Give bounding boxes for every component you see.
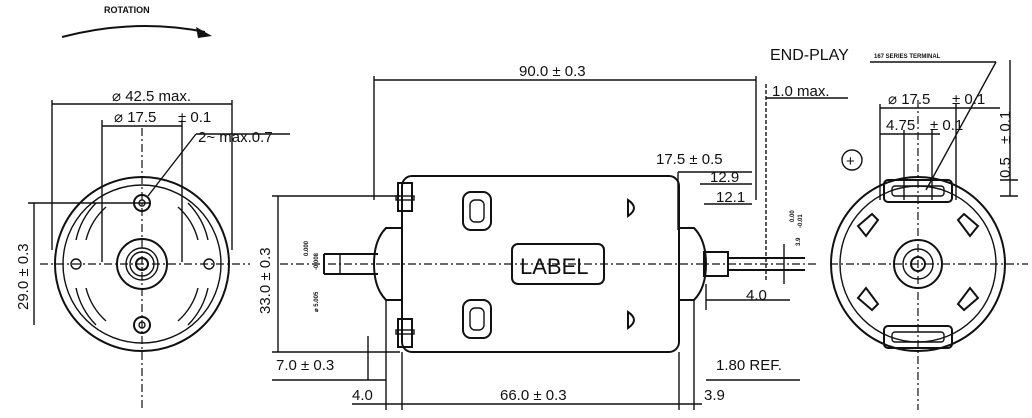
dim-3-9: 3.9 <box>704 387 725 404</box>
rotation-arrow <box>61 25 206 38</box>
dim-4-0-left: 4.0 <box>352 387 373 404</box>
left-dia-boss: ⌀ 17.5 <box>114 109 156 126</box>
left-boss: 7.0 ± 0.3 <box>276 357 334 374</box>
right-end-view <box>830 60 1028 410</box>
left-holes-note: 2~ max.0.7 <box>198 129 273 146</box>
label-text: LABEL <box>520 254 589 279</box>
plus-sign: + <box>846 153 855 170</box>
dim-4-75: 4.75 <box>886 117 915 134</box>
dim-12-9: 12.9 <box>710 169 739 186</box>
left-height: 29.0 ± 0.3 <box>15 243 32 310</box>
shaft-tol-upper: 0.000 <box>304 240 310 256</box>
shaft-right-tol: 0.00 <box>790 210 796 222</box>
terminal-label: 167 SERIES TERMINAL <box>874 54 941 60</box>
dim-12-1: 12.1 <box>716 189 745 206</box>
right-dia: ⌀ 17.5 <box>888 91 930 108</box>
shaft-dia: ⌀ 5.005 <box>314 291 320 312</box>
endplay-label: END-PLAY <box>770 47 849 64</box>
rotation-arrowhead <box>196 27 212 38</box>
left-dia-max: ⌀ 42.5 max. <box>112 88 191 105</box>
overall-length: 90.0 ± 0.3 <box>519 63 586 80</box>
shaft-right-dia: 3.9 <box>796 237 802 246</box>
dim-0-5-tol: ± 0.1 <box>997 111 1014 144</box>
side-height: 33.0 ± 0.3 <box>257 247 274 314</box>
endplay-max: 1.0 max. <box>772 83 830 100</box>
shaft-right-tol2: -0.01 <box>798 214 804 228</box>
side-view <box>272 76 848 410</box>
boss-length: 17.5 ± 0.5 <box>656 151 723 168</box>
right-dia-tol: ± 0.1 <box>952 91 985 108</box>
left-dia-boss-tol: ± 0.1 <box>178 109 211 126</box>
dim-0-5: 0.5 <box>997 157 1014 178</box>
rotation-label: ROTATION <box>104 5 150 15</box>
dim-4-75-tol: ± 0.1 <box>930 117 963 134</box>
shaft-tol-lower: -0.008 <box>314 252 320 270</box>
body-length: 66.0 ± 0.3 <box>500 387 567 404</box>
dim-4-0-right: 4.0 <box>746 287 767 304</box>
left-end-view <box>28 100 290 410</box>
ref-1-80: 1.80 REF. <box>716 357 782 374</box>
